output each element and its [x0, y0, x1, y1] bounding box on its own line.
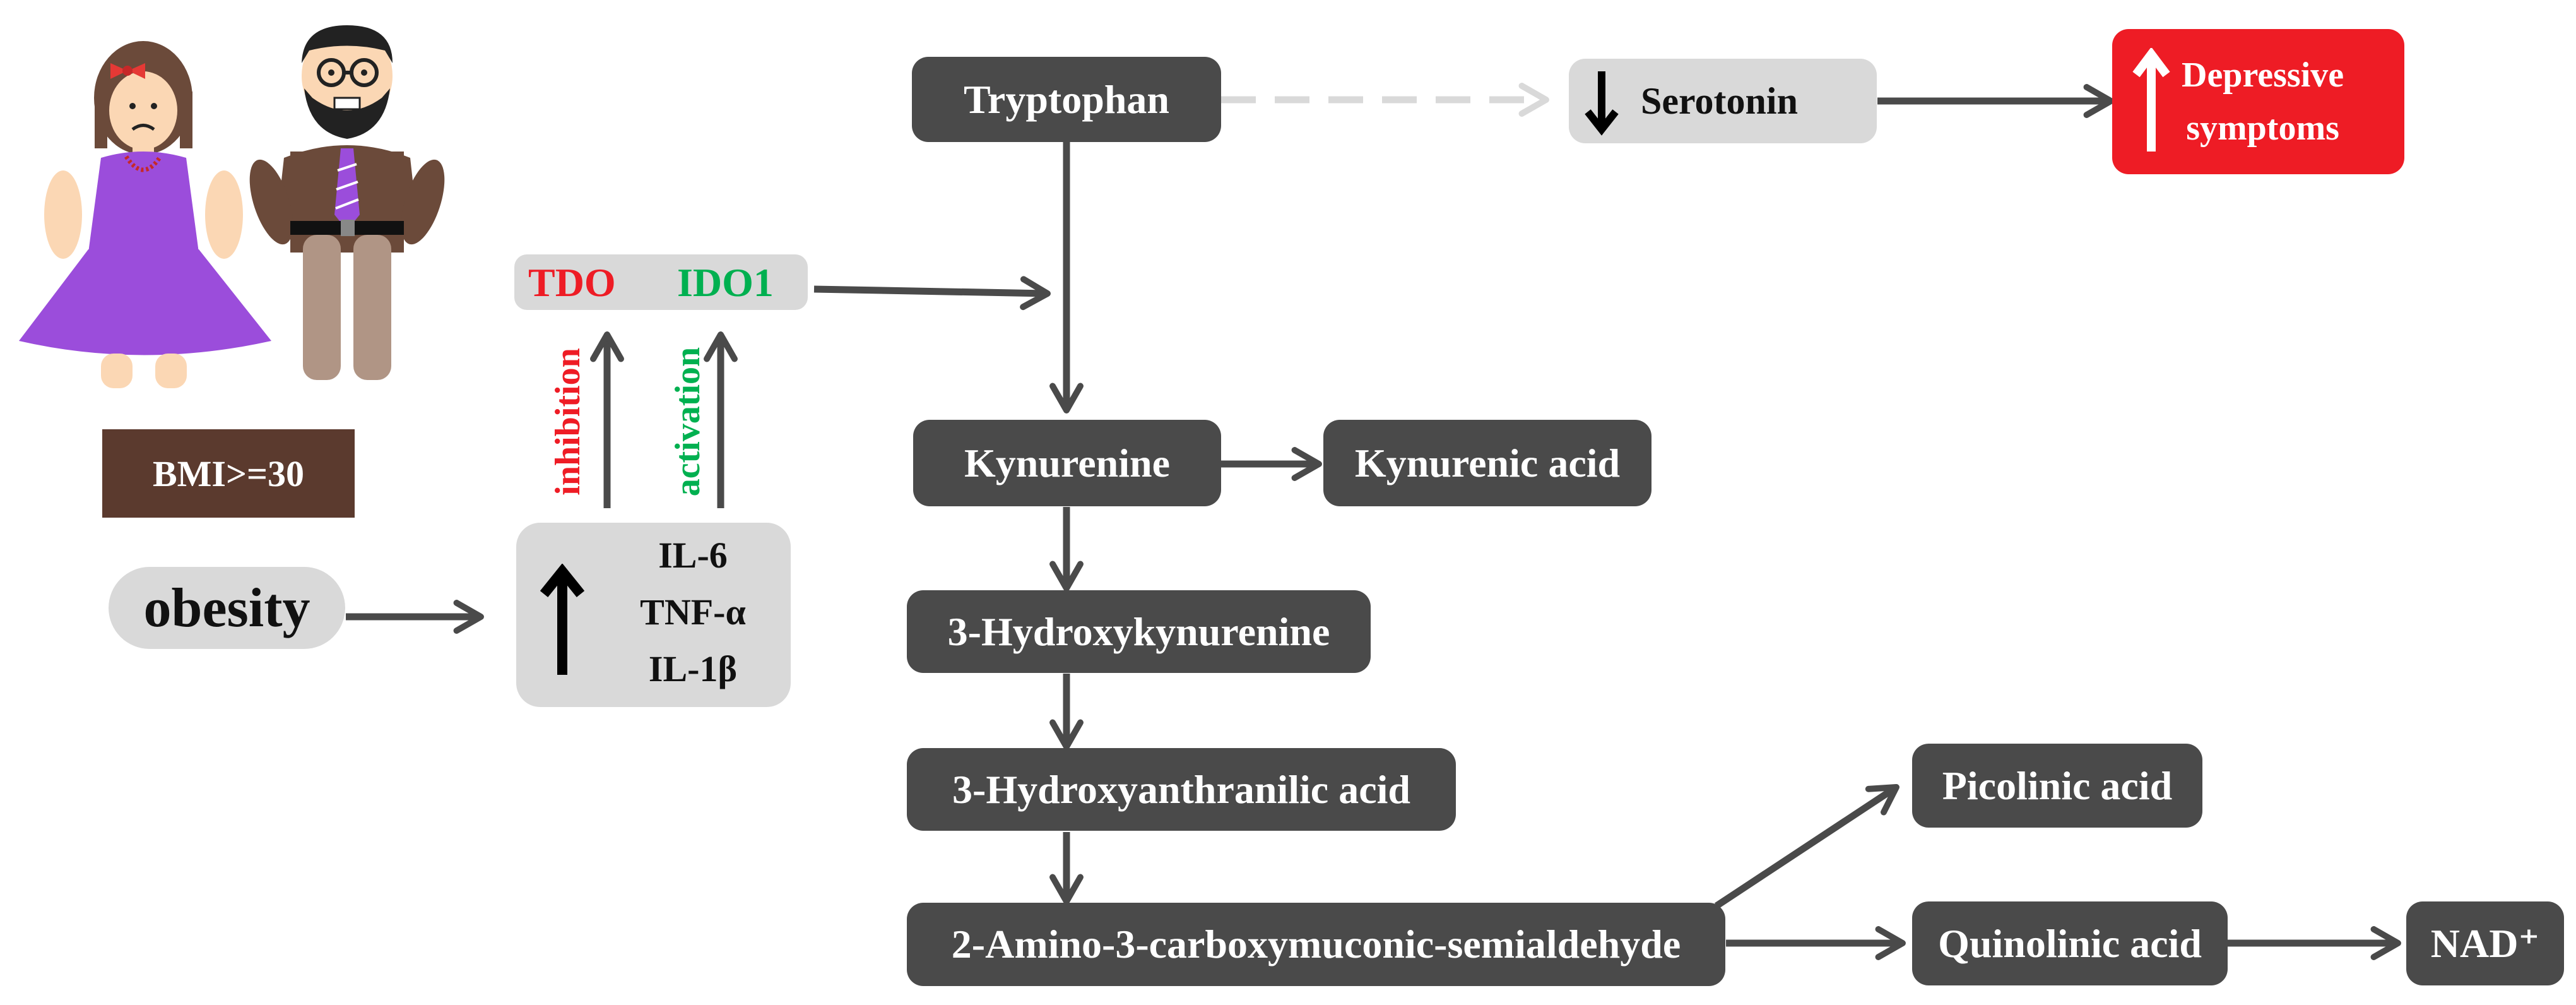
cytokine-box: IL-6 TNF-α IL-1β	[516, 523, 791, 707]
hydroxyanthranilic-acid-node: 3-Hydroxyanthranilic acid	[907, 748, 1456, 831]
down-arrow-icon	[1585, 71, 1619, 136]
serotonin-node: Serotonin	[1569, 59, 1877, 143]
cytokine-il6: IL-6	[658, 535, 728, 576]
woman-figure-icon	[19, 41, 271, 388]
depressive-symptoms-node: Depressive symptoms	[2112, 29, 2404, 174]
arrow-enzymes-to-pathway	[813, 276, 1051, 311]
cytokine-il1-beta: IL-1β	[648, 648, 738, 689]
cytokine-tnf-alpha: TNF-α	[640, 592, 746, 633]
bmi-label: BMI>=30	[102, 429, 355, 518]
enzyme-tdo: TDO	[528, 260, 616, 305]
up-arrow-icon	[540, 564, 584, 675]
quinolinic-acid-node: Quinolinic acid	[1912, 901, 2228, 985]
arrow-acms-to-picolinic	[1714, 784, 1900, 909]
inhibition-label: inhibition	[548, 348, 588, 496]
kynurenine-node: Kynurenine	[913, 420, 1221, 506]
man-figure-icon	[249, 25, 445, 380]
hydroxykynurenine-node: 3-Hydroxykynurenine	[907, 590, 1371, 673]
depressive-label: Depressive	[2182, 56, 2344, 95]
serotonin-label: Serotonin	[1641, 80, 1798, 122]
up-arrow-icon	[2132, 48, 2170, 152]
symptoms-label: symptoms	[2186, 109, 2339, 148]
enzyme-ido1: IDO1	[677, 260, 774, 305]
kynurenic-acid-node: Kynurenic acid	[1323, 420, 1651, 506]
nad-node: NAD⁺	[2406, 901, 2564, 985]
obesity-node: obesity	[109, 567, 345, 649]
acms-node: 2-Amino-3-carboxymuconic-semialdehyde	[907, 903, 1725, 986]
tryptophan-node: Tryptophan	[912, 57, 1221, 142]
enzyme-box: TDO IDO1	[514, 254, 808, 310]
activation-label: activation	[668, 347, 707, 497]
picolinic-acid-node: Picolinic acid	[1912, 744, 2202, 828]
